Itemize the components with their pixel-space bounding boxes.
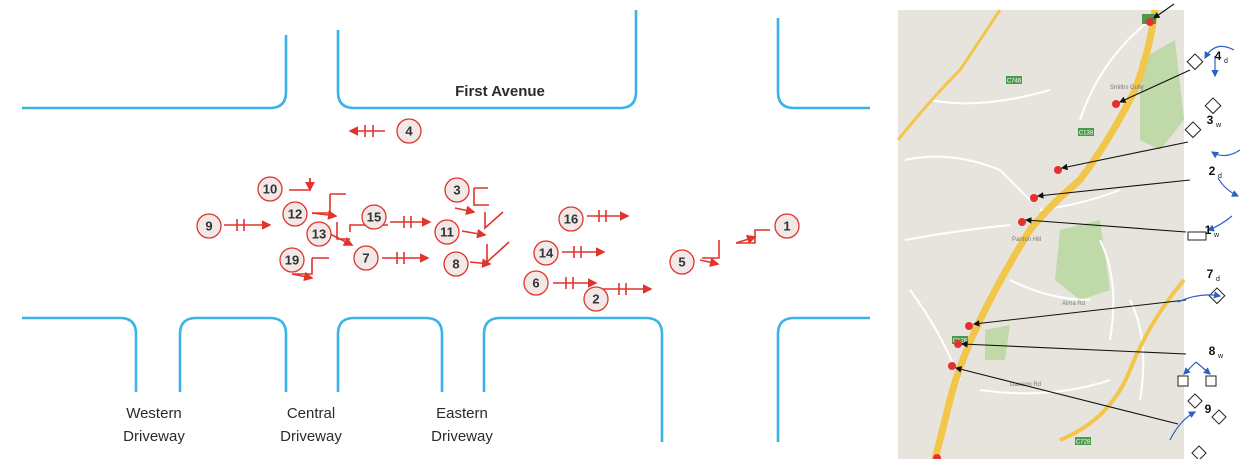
crash-10-path xyxy=(289,178,311,191)
svg-text:1: 1 xyxy=(1205,223,1212,237)
intersection-diagram: First Avenue Western Driveway Central Dr… xyxy=(22,10,870,445)
crash-8-path xyxy=(486,241,510,264)
svg-text:w: w xyxy=(1213,232,1220,239)
crash-marker-4: 4 xyxy=(396,118,422,144)
place-label: Smiths Gully xyxy=(1110,85,1144,91)
crash-markers: 1 2 3 4 5 6 7 8 9 10 11 12 13 14 15 16 1… xyxy=(196,118,800,312)
curb-bottom-w-c xyxy=(178,316,288,392)
place-label: Alma Rd xyxy=(1062,301,1085,307)
crash-marker-6: 6 xyxy=(523,270,549,296)
svg-text:C138: C138 xyxy=(1079,131,1094,137)
crash-marker-13: 13 xyxy=(306,221,332,247)
svg-text:2: 2 xyxy=(1209,164,1216,178)
curb-bottom-right xyxy=(482,316,664,442)
svg-text:8: 8 xyxy=(1209,344,1216,358)
street-label: First Avenue xyxy=(455,83,545,100)
svg-text:13: 13 xyxy=(312,227,326,242)
svg-text:6: 6 xyxy=(532,276,539,291)
driveway-label-eastern-1: Eastern xyxy=(436,405,488,422)
driveway-label-western-2: Driveway xyxy=(123,428,185,445)
driveway-label-central-1: Central xyxy=(287,405,335,422)
crash-marker-9: 9 xyxy=(196,213,222,239)
svg-text:d: d xyxy=(1216,276,1220,283)
crash-5-path xyxy=(702,240,720,259)
secondary-road xyxy=(1059,278,1186,442)
svg-text:5: 5 xyxy=(678,255,685,270)
park-area-1 xyxy=(1140,40,1184,150)
svg-text:14: 14 xyxy=(539,246,554,261)
crash-3-path xyxy=(473,187,489,206)
svg-text:7: 7 xyxy=(362,251,369,266)
park-area-3 xyxy=(985,325,1010,360)
svg-text:C746: C746 xyxy=(1007,79,1022,85)
curb-bottom-left xyxy=(22,316,138,392)
svg-text:11: 11 xyxy=(440,225,454,240)
crash-marker-3: 3 xyxy=(444,177,470,203)
secondary-road-nw xyxy=(896,9,1002,141)
svg-text:3: 3 xyxy=(453,183,460,198)
crash-marker-11: 11 xyxy=(434,219,460,245)
crash-12-path xyxy=(312,193,346,214)
curb-top-middle xyxy=(336,10,638,110)
site-glyphs xyxy=(1177,53,1227,459)
crash-marker-10: 10 xyxy=(257,176,283,202)
svg-text:4: 4 xyxy=(405,124,413,139)
svg-text:19: 19 xyxy=(285,253,299,268)
svg-text:1: 1 xyxy=(783,219,790,234)
site-map: C746 C138 C728 C126 Smiths Gully Panton … xyxy=(896,3,1241,459)
curb-top-left xyxy=(22,35,288,110)
svg-text:10: 10 xyxy=(263,182,277,197)
svg-text:2: 2 xyxy=(592,292,599,307)
curb-bottom-c-e xyxy=(336,316,444,392)
place-label: Panton Hill xyxy=(1012,237,1041,243)
svg-text:d: d xyxy=(1218,173,1222,180)
crash-arrows xyxy=(224,125,770,295)
svg-text:9: 9 xyxy=(1205,402,1212,416)
crash-marker-12: 12 xyxy=(282,201,308,227)
curb-bottom-far-right xyxy=(776,316,870,442)
park-area-2 xyxy=(1055,220,1110,300)
svg-text:9: 9 xyxy=(205,219,212,234)
svg-text:3: 3 xyxy=(1207,113,1214,127)
svg-text:w: w xyxy=(1217,353,1224,360)
crash-11-path xyxy=(484,211,504,230)
svg-text:15: 15 xyxy=(367,210,381,225)
svg-text:8: 8 xyxy=(452,257,459,272)
crash-marker-7: 7 xyxy=(353,245,379,271)
crash-marker-16: 16 xyxy=(558,206,584,232)
svg-text:C728: C728 xyxy=(1076,440,1091,446)
svg-text:4: 4 xyxy=(1215,49,1222,63)
site-dots xyxy=(933,18,1154,459)
crash-marker-15: 15 xyxy=(361,204,387,230)
crash-13-path xyxy=(336,222,350,240)
crash-marker-8: 8 xyxy=(443,251,469,277)
driveway-label-eastern-2: Driveway xyxy=(431,428,493,445)
driveway-label-western-1: Western xyxy=(126,405,182,422)
svg-text:7: 7 xyxy=(1207,267,1214,281)
crash-marker-5: 5 xyxy=(669,249,695,275)
site-leader-lines xyxy=(954,3,1191,425)
flow-arrows xyxy=(1169,45,1241,441)
main-road xyxy=(931,9,1159,459)
svg-text:12: 12 xyxy=(288,207,302,222)
svg-text:d: d xyxy=(1224,58,1228,65)
svg-text:16: 16 xyxy=(564,212,578,227)
crash-marker-14: 14 xyxy=(533,240,559,266)
crash-marker-1: 1 xyxy=(774,213,800,239)
crash-marker-19: 19 xyxy=(279,247,305,273)
driveway-label-central-2: Driveway xyxy=(280,428,342,445)
svg-text:w: w xyxy=(1215,122,1222,129)
curb-top-right xyxy=(776,18,870,110)
crash-marker-2: 2 xyxy=(583,286,609,312)
